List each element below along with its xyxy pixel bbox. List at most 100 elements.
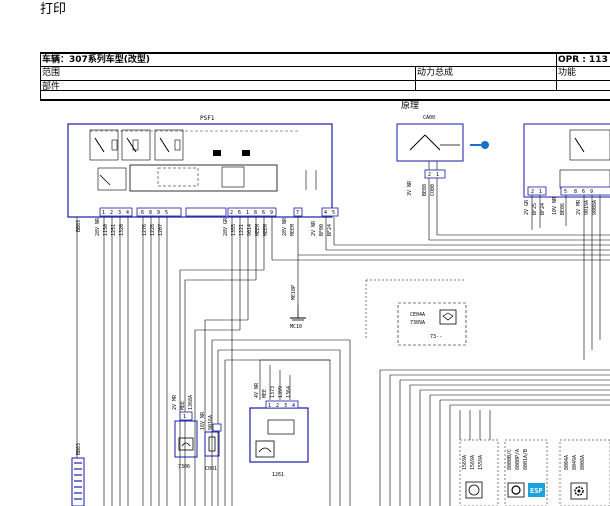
svg-text:6: 6 xyxy=(141,210,144,216)
svg-text:6: 6 xyxy=(238,210,241,216)
svg-text:1: 1 xyxy=(246,210,249,216)
wire-codes: BB03 28V NR 1150 1251 1320 1276 1226 120… xyxy=(76,217,333,236)
svg-text:1276: 1276 xyxy=(142,224,148,236)
svg-text:CO00: CO00 xyxy=(430,184,436,196)
c001-label: C001 xyxy=(205,466,217,472)
svg-text:28V NR: 28V NR xyxy=(95,217,101,236)
svg-text:3: 3 xyxy=(118,210,121,216)
esp-label: ESP xyxy=(530,487,543,495)
svg-text:BF24: BF24 xyxy=(540,203,546,215)
left-connector-strip: BB03 xyxy=(71,443,85,506)
svg-text:2: 2 xyxy=(110,210,113,216)
svg-text:6: 6 xyxy=(262,210,265,216)
svg-text:1226: 1226 xyxy=(150,224,156,236)
svg-text:1: 1 xyxy=(436,172,439,178)
svg-text:1221: 1221 xyxy=(239,224,245,236)
svg-text:5: 5 xyxy=(564,189,567,195)
svg-text:8: 8 xyxy=(574,189,577,195)
vehicle-label: 车辆：307系列车型(改型) xyxy=(42,55,151,65)
psf1-label: PSF1 xyxy=(200,115,215,122)
svg-text:10V NR: 10V NR xyxy=(552,196,558,215)
function-label: 功能 xyxy=(558,68,577,78)
svg-text:1150: 1150 xyxy=(103,224,109,236)
c7306-label: 7306 xyxy=(178,464,190,470)
svg-text:5: 5 xyxy=(332,210,335,216)
svg-text:1: 1 xyxy=(102,210,105,216)
svg-text:1364: 1364 xyxy=(286,386,292,398)
svg-text:1320: 1320 xyxy=(119,224,125,236)
svg-text:1368A: 1368A xyxy=(188,395,194,410)
svg-text:4: 4 xyxy=(126,210,129,216)
svg-text:8049A: 8049A xyxy=(572,455,578,470)
mc10-ground: MC10 ME10P xyxy=(290,285,306,330)
svg-text:BF24: BF24 xyxy=(327,224,333,236)
svg-text:BF25: BF25 xyxy=(532,203,538,215)
svg-text:1: 1 xyxy=(268,403,271,409)
svg-text:9008A: 9008A xyxy=(592,200,598,215)
svg-text:ME10P: ME10P xyxy=(291,285,297,300)
ce04a-label: CE04A xyxy=(410,312,425,318)
c1261-label: 1261 xyxy=(272,472,284,478)
diagram-title: 原理 xyxy=(401,101,420,111)
opr-label: OPR : 113 xyxy=(558,55,608,65)
ce04a-component: CE04A 7309A 73-- xyxy=(365,279,467,346)
svg-text:8000P/A: 8000P/A xyxy=(515,449,521,470)
svg-text:MEE: MEE xyxy=(180,401,186,410)
svg-text:2: 2 xyxy=(428,172,431,178)
svg-text:8001A/B: 8001A/B xyxy=(523,449,529,470)
svg-text:9: 9 xyxy=(270,210,273,216)
parts-label: 部件 xyxy=(42,82,61,92)
svg-text:BE08: BE08 xyxy=(422,184,428,196)
svg-text:9019A: 9019A xyxy=(584,200,590,215)
svg-text:8008A: 8008A xyxy=(580,455,586,470)
svg-text:2: 2 xyxy=(276,403,279,409)
svg-text:1569A: 1569A xyxy=(462,455,468,470)
svg-text:9: 9 xyxy=(590,189,593,195)
svg-text:1251: 1251 xyxy=(111,224,117,236)
svg-text:1: 1 xyxy=(183,414,186,420)
svg-text:1399: 1399 xyxy=(278,386,284,398)
powertrain-label: 动力总成 xyxy=(417,68,454,78)
svg-text:8000B/C: 8000B/C xyxy=(507,449,513,470)
svg-text:MEEM: MEEM xyxy=(255,224,261,236)
svg-text:BB03: BB03 xyxy=(76,443,82,455)
svg-text:1569A: 1569A xyxy=(470,455,476,470)
svg-text:8: 8 xyxy=(254,210,257,216)
svg-text:1559A: 1559A xyxy=(478,455,484,470)
svg-text:1: 1 xyxy=(539,189,542,195)
svg-text:9014: 9014 xyxy=(247,224,253,236)
svg-text:BE06: BE06 xyxy=(560,203,566,215)
svg-text:5: 5 xyxy=(165,210,168,216)
svg-text:2V NR: 2V NR xyxy=(311,220,317,236)
svg-text:9: 9 xyxy=(157,210,160,216)
component-7306: 1 7306 2V MR MEE 1368A xyxy=(172,394,198,470)
svg-text:7: 7 xyxy=(296,210,299,216)
w7309a-label: 7309A xyxy=(410,320,425,326)
svg-text:1207: 1207 xyxy=(158,224,164,236)
svg-text:16V NR: 16V NR xyxy=(200,411,206,430)
svg-text:BF00: BF00 xyxy=(319,224,325,236)
svg-text:MEEM: MEEM xyxy=(263,224,269,236)
svg-text:BB03: BB03 xyxy=(76,220,82,232)
psf1-connector-row xyxy=(99,207,339,217)
psf1-wires xyxy=(76,217,610,506)
svg-text:MEEM: MEEM xyxy=(290,224,296,236)
t73-label: 73-- xyxy=(430,334,442,340)
mc10-label: MC10 xyxy=(290,324,302,330)
svg-text:8004A: 8004A xyxy=(564,455,570,470)
svg-text:2: 2 xyxy=(230,210,233,216)
print-label[interactable]: 打印 xyxy=(40,2,67,17)
svg-text:8: 8 xyxy=(149,210,152,216)
svg-text:4V NR: 4V NR xyxy=(254,382,260,398)
psf1-box: PSF1 xyxy=(67,115,333,218)
svg-text:3V NR: 3V NR xyxy=(407,180,413,196)
svg-text:2V MR: 2V MR xyxy=(576,199,582,215)
svg-text:4: 4 xyxy=(292,403,295,409)
svg-text:9016A: 9016A xyxy=(208,415,214,430)
svg-text:1355: 1355 xyxy=(231,224,237,236)
bottom-right-components: 1569A 1569A 1559A 8000B/C 8000P/A 8001A/… xyxy=(459,439,610,506)
